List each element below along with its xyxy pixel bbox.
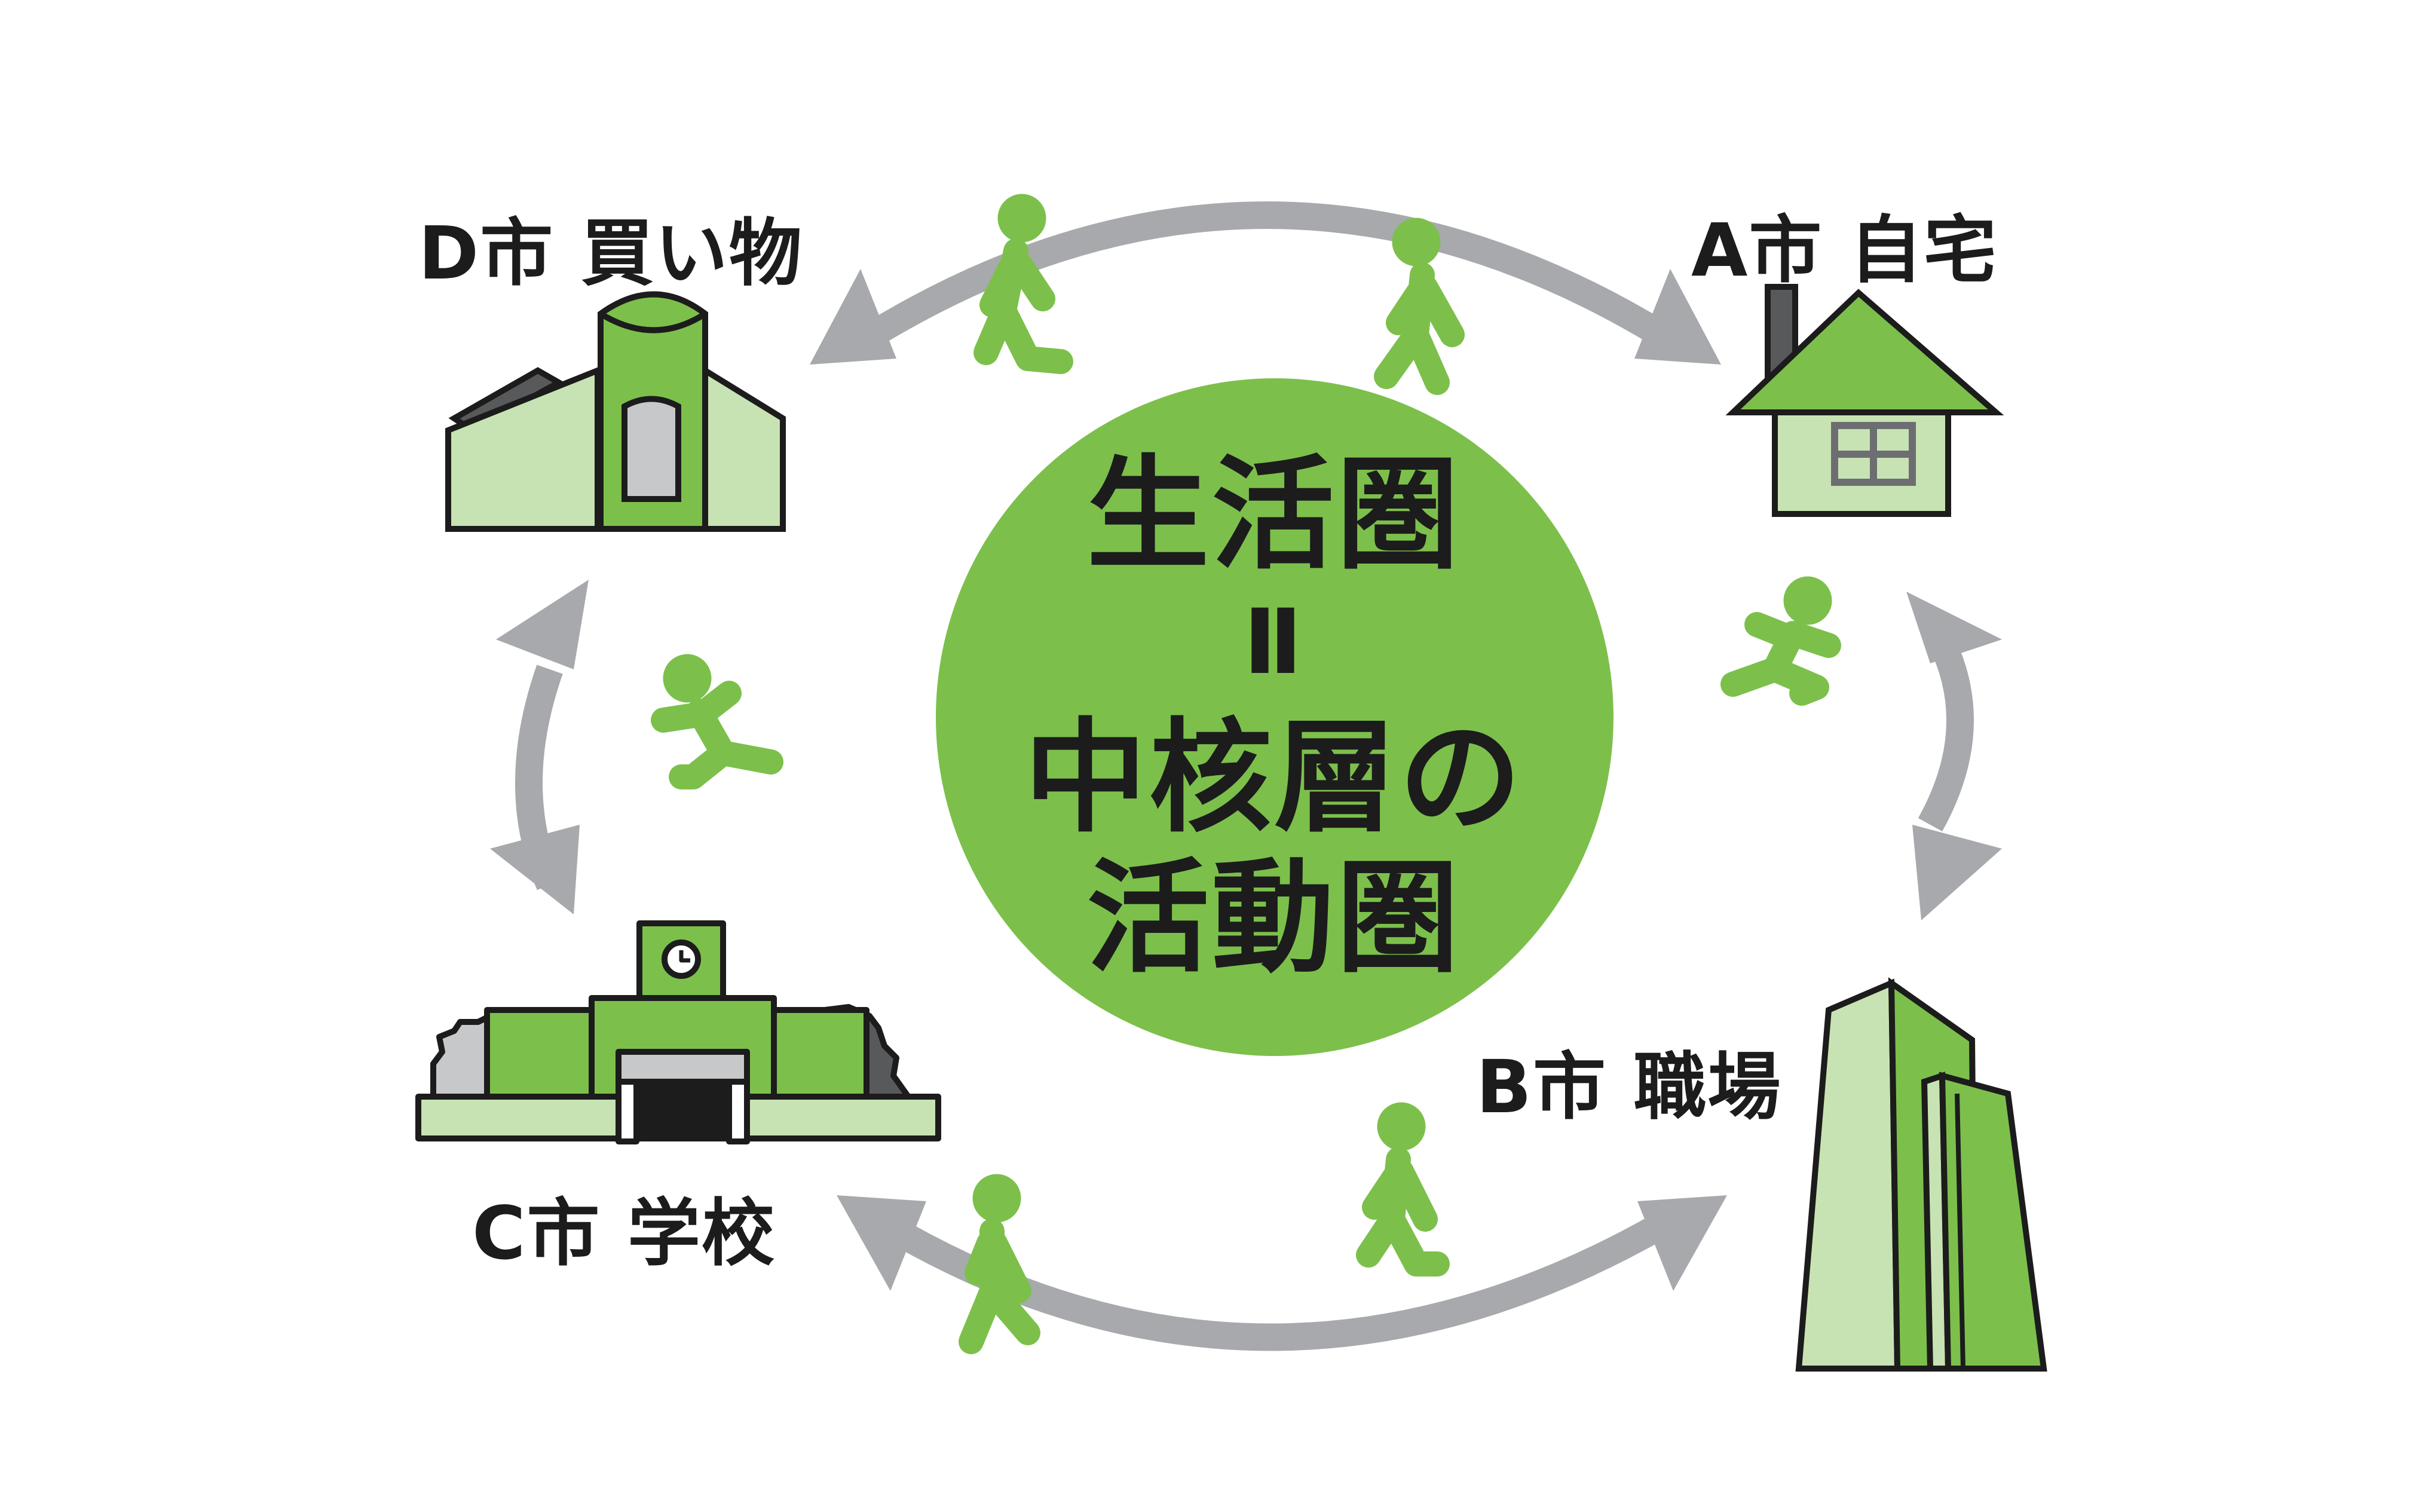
school-icon (415, 920, 941, 1144)
walking-person-icon (1374, 218, 1465, 395)
node-label-work: B市 職場 (1476, 1045, 1782, 1130)
arrow-home-work (1906, 592, 2002, 920)
walking-person-icon (1356, 1102, 1450, 1277)
central-circle (936, 378, 1614, 1056)
center-title-line3: 中核層の (1024, 707, 1524, 849)
office-building-icon (1795, 977, 2047, 1372)
center-title-line4: 活動圏 (1086, 847, 1462, 990)
walking-person-icon (973, 194, 1073, 374)
node-label-home: A市 自宅 (1691, 208, 1998, 293)
running-person-icon (651, 654, 783, 789)
running-person-icon (1720, 576, 1841, 706)
node-label-school: C市 学校 (472, 1191, 776, 1276)
center-title-line1: 生活圏 (1086, 444, 1462, 586)
arrow-shopping-home (810, 201, 1721, 365)
arrow-school-shopping (490, 580, 589, 914)
shopping-mall-icon (445, 291, 786, 532)
center-title-line2: Ⅱ (1243, 590, 1305, 694)
house-icon (1725, 284, 2004, 517)
node-label-shopping: D市 買い物 (418, 211, 803, 296)
walking-person-icon (959, 1174, 1040, 1354)
